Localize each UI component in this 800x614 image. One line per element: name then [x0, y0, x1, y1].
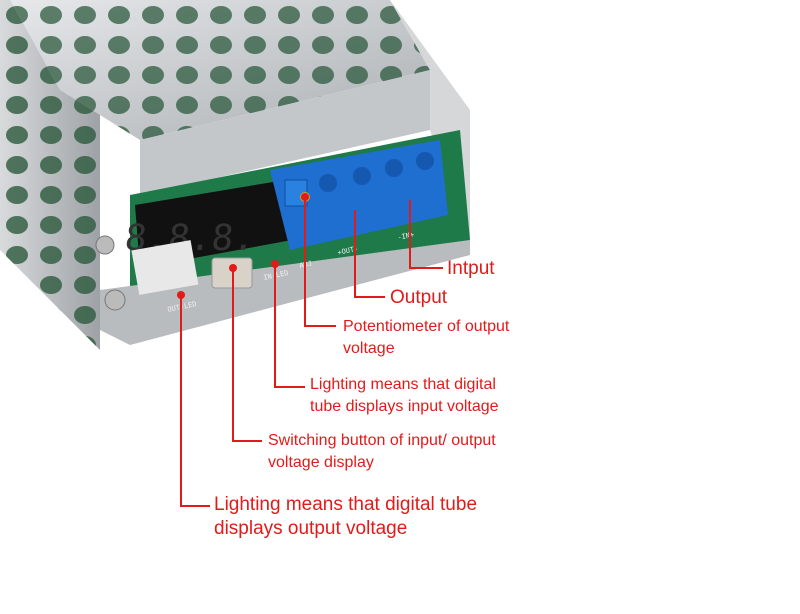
label-switch-button: Switching button of input/ output voltag…: [268, 430, 496, 474]
leader-lines: [180, 197, 443, 507]
label-sticker: [131, 240, 199, 295]
label-input: Intput: [447, 258, 495, 279]
label-line: Lighting means that digital tube: [214, 494, 478, 515]
label-output: Output: [390, 287, 448, 308]
terminal-block: [270, 140, 448, 250]
leader-dots: [177, 193, 309, 299]
label-out-led: Lighting means that digital tube display…: [214, 493, 477, 541]
label-in-led: Lighting means that digital tube display…: [310, 374, 499, 418]
label-line: Potentiometer of output: [343, 318, 510, 335]
mount-screw-icon: [104, 289, 126, 311]
label-line: voltage display: [268, 454, 374, 471]
label-line: displays output voltage: [214, 518, 408, 539]
enclosure-top-cover: [10, 0, 430, 195]
label-potentiometer: Potentiometer of output voltage: [343, 316, 509, 360]
label-line: tube displays input voltage: [310, 398, 499, 415]
label-line: voltage: [343, 340, 395, 357]
label-line: Lighting means that digital: [310, 376, 496, 393]
marking-in-terminal: -IN+: [397, 231, 415, 242]
mount-screw-icon: [95, 235, 115, 255]
label-line: Switching button of input/ output: [268, 432, 496, 449]
